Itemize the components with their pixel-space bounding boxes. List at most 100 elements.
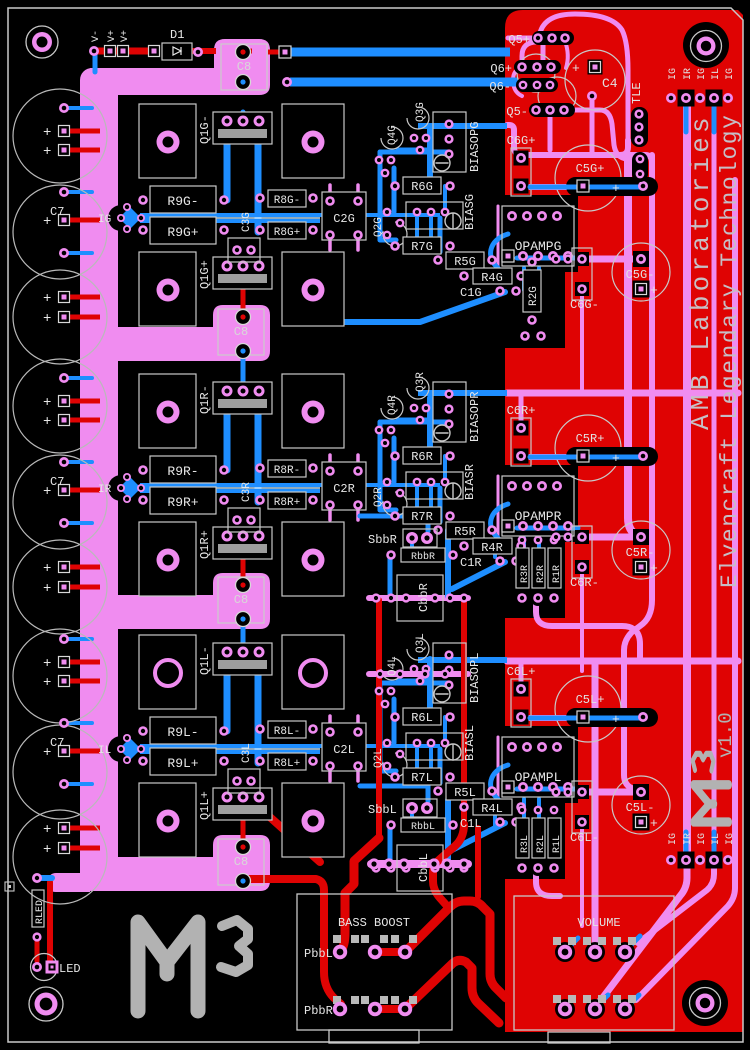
svg-text:Q4R: Q4R (387, 395, 399, 415)
svg-text:R5R: R5R (454, 525, 476, 539)
svg-text:C6G+: C6G+ (507, 134, 536, 148)
svg-text:PbbR: PbbR (304, 1004, 333, 1018)
svg-text:Q2R: Q2R (373, 487, 385, 507)
svg-text:R6G: R6G (411, 180, 433, 194)
svg-text:+: + (43, 656, 51, 672)
svg-text:Q4L: Q4L (387, 656, 399, 676)
svg-text:R8R+: R8R+ (274, 497, 300, 509)
svg-text:C1L: C1L (460, 817, 482, 831)
svg-text:C8: C8 (234, 855, 248, 869)
svg-text:OPAMPR: OPAMPR (515, 509, 562, 524)
svg-text:R3L: R3L (520, 835, 531, 853)
svg-text:V+: V+ (120, 30, 131, 42)
svg-text:IL: IL (711, 833, 722, 845)
svg-text:R8L+: R8L+ (274, 758, 300, 770)
svg-text:BASS BOOST: BASS BOOST (338, 916, 410, 930)
svg-text:Q4G: Q4G (387, 125, 399, 145)
svg-text:Q6-: Q6- (489, 80, 511, 94)
svg-text:R7R: R7R (411, 510, 433, 524)
svg-text:IG: IG (668, 833, 679, 845)
svg-text:V-: V- (91, 30, 102, 42)
svg-text:+: + (612, 451, 620, 466)
svg-text:R2L: R2L (536, 835, 547, 853)
svg-text:+: + (43, 125, 51, 141)
svg-text:+: + (43, 842, 51, 858)
svg-text:SbbL: SbbL (368, 803, 397, 817)
svg-text:+: + (43, 675, 51, 691)
svg-text:LED: LED (59, 962, 81, 976)
svg-text:IL: IL (98, 745, 111, 757)
svg-text:PbbL: PbbL (304, 947, 333, 961)
svg-text:Q1R+: Q1R+ (198, 530, 212, 559)
svg-text:IG: IG (697, 833, 708, 845)
svg-text:R4L: R4L (481, 802, 503, 816)
svg-text:IG: IG (668, 68, 679, 80)
svg-text:+: + (650, 283, 658, 298)
svg-text:R9L-: R9L- (167, 725, 198, 740)
svg-text:R4R: R4R (481, 541, 503, 555)
svg-text:RbbL: RbbL (411, 821, 435, 833)
svg-text:C5G+: C5G+ (576, 162, 605, 176)
svg-text:C7: C7 (50, 736, 64, 750)
svg-text:C5R-: C5R- (626, 546, 655, 560)
svg-text:BIASG: BIASG (463, 194, 477, 230)
svg-text:Elvencraft Legendary Technolog: Elvencraft Legendary Technology (717, 114, 743, 588)
svg-text:C3R: C3R (241, 482, 253, 502)
svg-text:Q3G: Q3G (415, 102, 427, 122)
svg-text:C7: C7 (50, 205, 64, 219)
svg-text:IG: IG (98, 214, 111, 226)
svg-text:+: + (612, 181, 620, 196)
svg-text:R2R: R2R (536, 565, 547, 583)
svg-text:C1G: C1G (460, 286, 482, 300)
svg-text:IR: IR (683, 833, 694, 845)
svg-text:IG: IG (725, 68, 736, 80)
svg-text:R8G+: R8G+ (274, 227, 300, 239)
svg-text:R9G-: R9G- (167, 194, 198, 209)
svg-text:+: + (43, 395, 51, 411)
svg-text:R7G: R7G (411, 240, 433, 254)
svg-text:R9R-: R9R- (167, 464, 198, 479)
svg-text:R5G: R5G (454, 255, 476, 269)
svg-text:C8: C8 (237, 60, 251, 74)
svg-text:Q6+: Q6+ (490, 62, 512, 76)
svg-text:+: + (43, 561, 51, 577)
svg-text:BIASOPR: BIASOPR (468, 392, 482, 442)
svg-text:Q1L-: Q1L- (198, 646, 212, 675)
svg-text:RbbR: RbbR (411, 551, 435, 563)
svg-text:BIASOPL: BIASOPL (468, 653, 482, 703)
svg-text:+: + (43, 581, 51, 597)
svg-text:R8G-: R8G- (274, 195, 300, 207)
svg-text:Q3L: Q3L (415, 633, 427, 653)
svg-text:R4G: R4G (481, 271, 503, 285)
svg-text:SbbR: SbbR (368, 533, 397, 547)
svg-text:Q1L+: Q1L+ (198, 791, 212, 820)
svg-text:+: + (572, 61, 580, 76)
svg-text:Q1R-: Q1R- (198, 385, 212, 414)
svg-text:IL: IL (711, 68, 722, 80)
svg-text:VOLUME: VOLUME (577, 916, 620, 930)
svg-text:C6L+: C6L+ (507, 665, 536, 679)
svg-text:C3L: C3L (241, 743, 253, 763)
svg-text:R9R+: R9R+ (167, 495, 198, 510)
svg-text:C2L: C2L (333, 743, 355, 757)
svg-text:R9G+: R9G+ (167, 225, 198, 240)
svg-text:C6R-: C6R- (570, 576, 599, 590)
svg-text:Q2G: Q2G (373, 217, 385, 237)
svg-text:D1: D1 (170, 28, 184, 42)
svg-text:IR: IR (98, 484, 112, 496)
svg-text:C4: C4 (602, 76, 618, 91)
svg-text:R5L: R5L (454, 786, 476, 800)
svg-text:+: + (43, 311, 51, 327)
svg-text:BIASR: BIASR (463, 464, 477, 500)
svg-text:R3R: R3R (520, 565, 531, 583)
svg-text:C8: C8 (234, 325, 248, 339)
svg-text:+: + (43, 822, 51, 838)
svg-text:R6L: R6L (411, 711, 433, 725)
svg-text:R8R-: R8R- (274, 465, 300, 477)
svg-text:Q5-: Q5- (506, 105, 528, 119)
svg-text:R1R: R1R (552, 565, 563, 583)
svg-text:+: + (650, 816, 658, 831)
svg-text:C5G-: C5G- (626, 268, 655, 282)
svg-text:+: + (43, 144, 51, 160)
svg-text:IR: IR (683, 68, 694, 80)
